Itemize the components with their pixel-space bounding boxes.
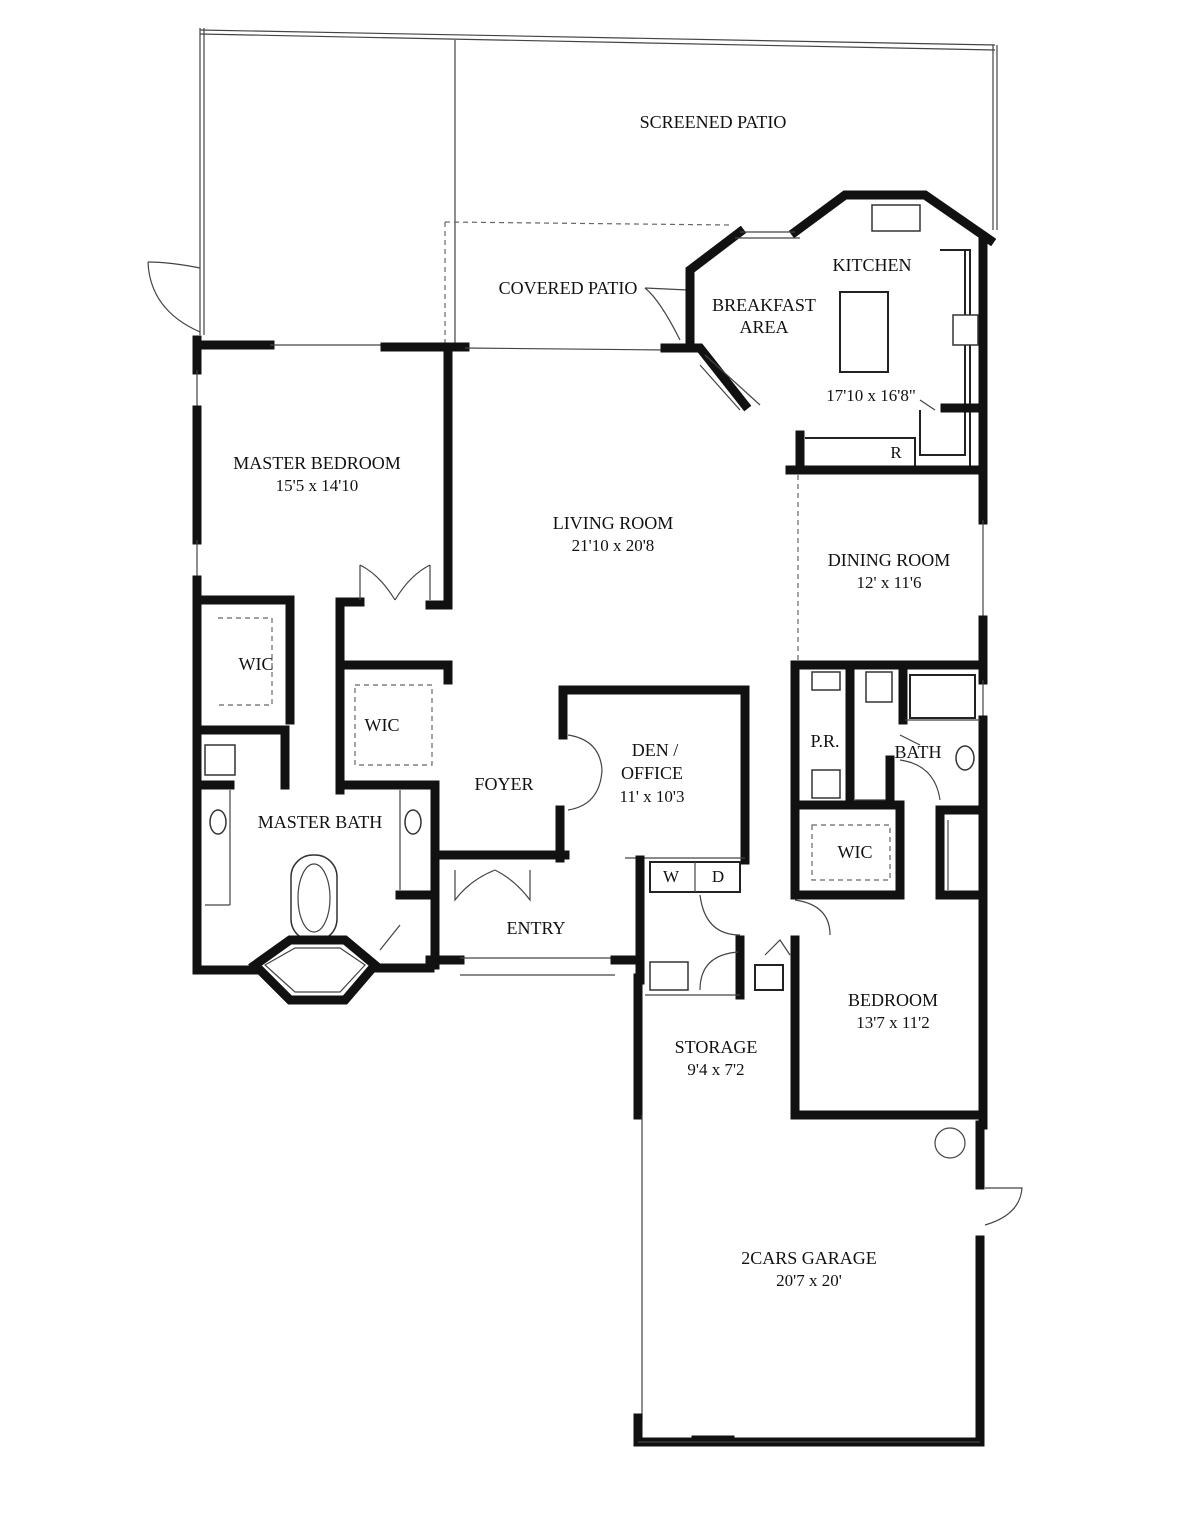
label-wic-master-2: WIC: [365, 715, 400, 735]
label-entry: ENTRY: [506, 918, 565, 938]
label-screened-patio: SCREENED PATIO: [640, 112, 787, 132]
label-wic-bedroom: WIC: [838, 842, 873, 862]
label-refrigerator: R: [890, 443, 902, 462]
label-dryer: D: [712, 867, 724, 886]
label-kitchen: KITCHEN: [833, 255, 912, 275]
label-washer: W: [663, 867, 680, 886]
label-breakfast-area: AREA: [740, 317, 789, 337]
label-storage: STORAGE: [675, 1037, 758, 1057]
label-master-bath: MASTER BATH: [258, 812, 383, 832]
kitchen-island: [839, 291, 889, 373]
label-bedroom-dimensions: 13'7 x 11'2: [856, 1013, 930, 1032]
label-office: OFFICE: [621, 763, 683, 783]
toilet-icon: [865, 671, 893, 703]
label-dining-room-dimensions: 12' x 11'6: [857, 573, 922, 592]
exterior-walls: [192, 235, 988, 1447]
cooktop-icon: [952, 314, 979, 346]
label-living-room-dimensions: 21'10 x 20'8: [572, 536, 655, 555]
sink-icon: [871, 204, 921, 232]
label-powder-room: P.R.: [810, 731, 839, 751]
label-den-dimensions: 11' x 10'3: [620, 787, 685, 806]
screened-patio-outline: [147, 28, 998, 350]
label-bath: BATH: [894, 742, 941, 762]
interior-walls: [195, 345, 1023, 1445]
label-master-bedroom: MASTER BEDROOM: [233, 453, 401, 473]
label-dining-room: DINING ROOM: [828, 550, 951, 570]
utility-sink-icon: [649, 961, 689, 991]
toilet-icon: [811, 769, 841, 799]
covered-patio-outline: [444, 221, 731, 350]
kitchen-walls: [660, 190, 997, 475]
label-den: DEN /: [632, 740, 679, 760]
sink-icon: [955, 745, 975, 771]
label-garage-dimensions: 20'7 x 20': [776, 1271, 842, 1290]
label-bedroom: BEDROOM: [848, 990, 938, 1010]
label-covered-patio: COVERED PATIO: [499, 278, 638, 298]
label-wic-master-1: WIC: [239, 654, 274, 674]
sink-icon: [811, 671, 841, 691]
label-breakfast: BREAKFAST: [712, 295, 816, 315]
label-garage: 2CARS GARAGE: [741, 1248, 877, 1268]
label-kitchen-dimensions: 17'10 x 16'8": [826, 386, 916, 405]
sink-icon: [404, 809, 422, 835]
toilet-icon: [204, 744, 236, 776]
label-foyer: FOYER: [474, 774, 533, 794]
label-living-room: LIVING ROOM: [553, 513, 674, 533]
label-master-bedroom-dimensions: 15'5 x 14'10: [276, 476, 359, 495]
label-storage-dimensions: 9'4 x 7'2: [687, 1060, 744, 1079]
sink-icon: [209, 809, 227, 835]
